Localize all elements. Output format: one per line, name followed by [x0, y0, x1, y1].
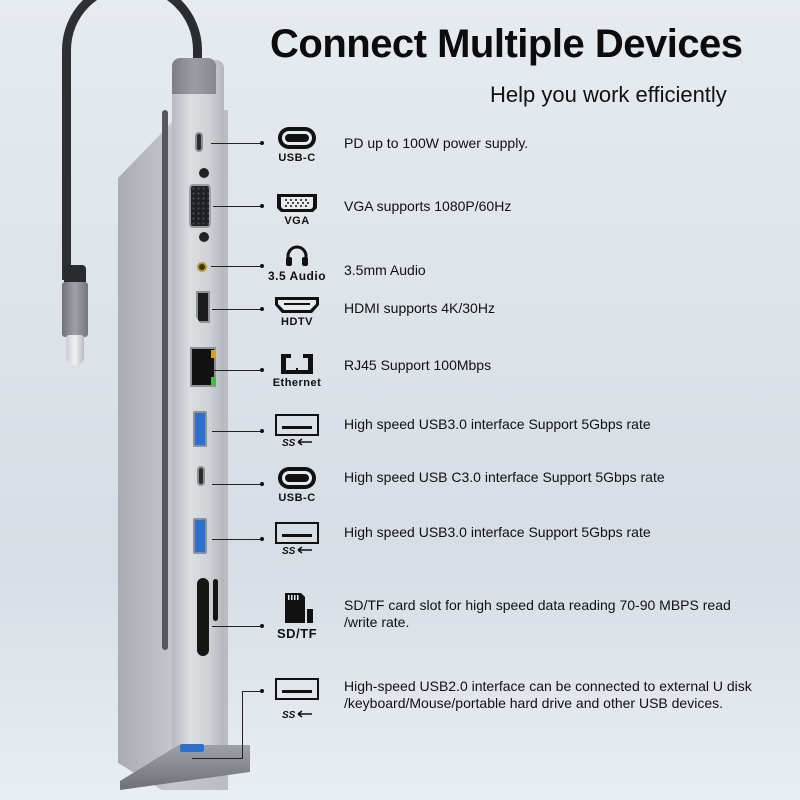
rj45-led-yellow [211, 350, 216, 358]
leader-line [212, 539, 263, 540]
svg-text:SS: SS [282, 438, 296, 448]
svg-text:SS: SS [282, 710, 296, 721]
leader-line [213, 206, 263, 207]
feature-description: High speed USB C3.0 interface Support 5G… [344, 469, 665, 485]
ethernet-icon [281, 354, 313, 374]
hub-top-cap [172, 58, 216, 94]
usb-c-plug-tip [66, 335, 84, 365]
port-sd-slot [197, 578, 209, 656]
leader-line [214, 370, 263, 371]
leader-dot [260, 624, 264, 628]
feature-description: HDMI supports 4K/30Hz [344, 300, 495, 316]
port-usb-c-pd [195, 132, 203, 152]
leader-line [192, 758, 243, 759]
feature-description: High-speed USB2.0 interface can be conne… [344, 678, 752, 711]
port-hdmi [196, 291, 210, 323]
cable-boot [64, 265, 86, 287]
leader-dot [260, 204, 264, 208]
usb-a-ss-icon: SS [275, 678, 319, 721]
page-subtitle: Help you work efficiently [490, 82, 727, 107]
port-tf-slot [213, 579, 218, 621]
headphones-icon [286, 245, 308, 266]
leader-line [242, 691, 243, 759]
leader-dot [260, 537, 264, 541]
feature-description: 3.5mm Audio [344, 262, 426, 278]
leader-line [212, 484, 263, 485]
usb-c-icon [278, 127, 316, 149]
port-vga [189, 184, 211, 228]
feature-description: SD/TF card slot for high speed data read… [344, 597, 731, 630]
feature-description: High speed USB3.0 interface Support 5Gbp… [344, 524, 651, 540]
leader-line [211, 266, 263, 267]
port-usb3-2 [193, 518, 207, 554]
sd-tf-card-icon [285, 593, 313, 623]
usb-c-plug [62, 282, 88, 337]
leader-dot [260, 141, 264, 145]
port-usb3-1 [193, 411, 207, 447]
usb-a-ss-icon: SS [275, 522, 319, 556]
feature-description: High speed USB3.0 interface Support 5Gbp… [344, 416, 651, 432]
port-usb2-bottom [180, 744, 204, 752]
vga-screw-icon [199, 232, 209, 242]
rj45-led-green [211, 377, 216, 385]
vga-screw-icon [199, 168, 209, 178]
leader-dot [260, 429, 264, 433]
usb-a-ss-icon: SS [275, 414, 319, 448]
feature-description: PD up to 100W power supply. [344, 135, 529, 151]
port-audio [197, 262, 207, 272]
vga-icon [277, 194, 317, 212]
leader-line [212, 309, 263, 310]
svg-text:SS: SS [282, 546, 296, 556]
usb-c-icon [278, 467, 316, 489]
port-usb-c-data [197, 466, 205, 486]
leader-line [211, 143, 263, 144]
hub-groove [162, 110, 168, 650]
leader-dot [260, 307, 264, 311]
leader-line [212, 626, 263, 627]
leader-line [242, 691, 263, 692]
page-title: Connect Multiple Devices [270, 22, 743, 66]
feature-description: VGA supports 1080P/60Hz [344, 198, 512, 214]
leader-dot [260, 689, 264, 693]
leader-line [212, 431, 263, 432]
leader-dot [260, 368, 264, 372]
hdmi-icon [275, 297, 319, 313]
feature-description: RJ45 Support 100Mbps [344, 357, 492, 373]
leader-dot [260, 482, 264, 486]
leader-dot [260, 264, 264, 268]
